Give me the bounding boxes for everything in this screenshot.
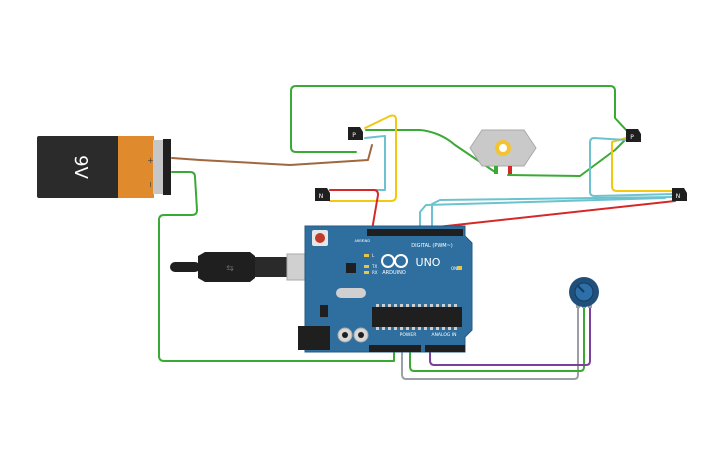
led-on <box>457 266 462 270</box>
wire-cyan-long[interactable] <box>431 196 676 231</box>
battery-minus-label: − <box>146 181 155 188</box>
battery-plus-label: + <box>146 157 155 164</box>
digital-header <box>367 229 463 236</box>
transistor-p-left[interactable]: P <box>348 127 363 140</box>
capacitor-top <box>342 332 348 338</box>
led-tx <box>364 265 369 268</box>
transistor-p-right[interactable]: P <box>626 129 641 142</box>
gnd-label: GND <box>362 239 370 243</box>
chip-pins <box>376 304 457 330</box>
wire-green-motor-left[interactable] <box>365 129 496 173</box>
motor-terminal <box>494 166 498 174</box>
transistor-n-right[interactable]: N <box>672 188 687 201</box>
wire-purple-pot[interactable] <box>429 304 591 366</box>
microcontroller-chip <box>372 307 462 327</box>
usb-chip <box>346 263 356 273</box>
usb-plug-body <box>198 252 255 282</box>
led-rx <box>364 271 369 274</box>
transistor-body <box>672 188 687 201</box>
wire-brown-battery[interactable] <box>171 144 373 166</box>
transistor-n-left[interactable]: N <box>315 188 330 201</box>
battery-9v[interactable]: + − 9V <box>37 136 171 198</box>
wire-cyan-digital[interactable] <box>419 197 666 231</box>
pot-indicator <box>577 285 585 293</box>
wire-cyan-right[interactable] <box>589 137 676 197</box>
motor-shaft <box>499 144 507 152</box>
battery-cap <box>153 140 163 194</box>
wire-green-motor-right[interactable] <box>507 139 626 177</box>
transistor-label: P <box>630 134 634 141</box>
motor-terminal <box>508 166 512 174</box>
led-l <box>364 254 369 257</box>
potentiometer-icon[interactable] <box>569 277 599 308</box>
dc-motor-icon[interactable] <box>469 129 537 174</box>
battery-terminals <box>163 139 171 195</box>
transistor-label: N <box>319 193 324 200</box>
battery-body <box>37 136 122 198</box>
arduino-logo: ARDUINO <box>381 254 408 276</box>
analog-header <box>425 345 465 352</box>
wire-yellow-right[interactable] <box>611 137 676 192</box>
reset-button-cap[interactable] <box>315 233 325 243</box>
wire-green-battery-gnd[interactable] <box>158 171 395 362</box>
wire-green-pot[interactable] <box>409 304 585 372</box>
arduino-model: UNO <box>416 256 441 269</box>
led-l-label: L <box>372 253 375 258</box>
battery-band <box>118 136 154 198</box>
usb-cable-end <box>170 262 200 272</box>
power-jack[interactable] <box>298 326 330 350</box>
regulator <box>320 305 328 317</box>
transistor-body <box>626 129 641 142</box>
transistor-label: N <box>676 193 681 200</box>
crystal <box>336 288 366 298</box>
arduino-brand: ARDUINO <box>382 270 406 276</box>
on-label: ON <box>451 266 457 271</box>
aref-label: AREF <box>354 239 363 243</box>
battery-voltage-label: 9V <box>70 155 91 179</box>
wire-yellow-left[interactable] <box>329 114 397 202</box>
power-label: POWER <box>400 332 417 338</box>
arduino-uno-board[interactable]: DIGITAL (PWM~) AREF GND L TX RX ARDUINO … <box>298 225 473 353</box>
capacitor-top <box>358 332 364 338</box>
transistor-body <box>315 188 330 201</box>
wire-red-left[interactable] <box>329 189 379 231</box>
transistor-label: P <box>352 132 356 139</box>
analog-label: ANALOG IN <box>431 332 456 338</box>
digital-label: DIGITAL (PWM~) <box>411 243 453 249</box>
usb-cable-icon[interactable]: ⇆ <box>170 252 328 282</box>
led-tx-label: TX <box>371 264 377 269</box>
wire-cyan-left[interactable] <box>329 135 386 191</box>
usb-symbol: ⇆ <box>226 264 234 274</box>
wire-gray-pot[interactable] <box>401 304 579 380</box>
transistor-body <box>348 127 363 140</box>
wire-green-top[interactable] <box>290 85 629 153</box>
usb-plug-neck <box>255 257 287 277</box>
power-header <box>369 345 421 352</box>
led-rx-label: RX <box>372 270 378 275</box>
